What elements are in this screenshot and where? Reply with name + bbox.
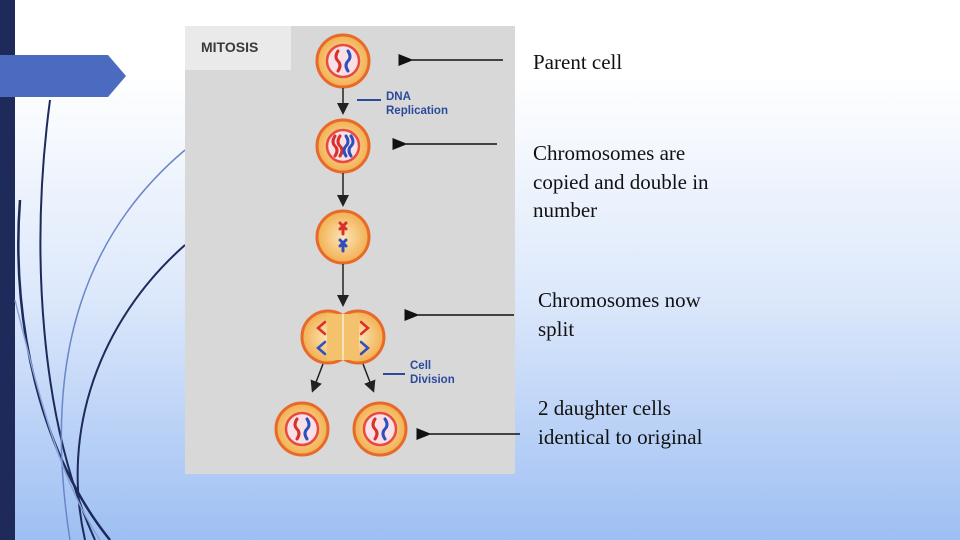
dna-replication-label-line2: Replication <box>386 105 448 117</box>
metaphase-cell <box>315 209 371 265</box>
dna-replication-label-line1: DNA <box>386 91 411 103</box>
cell-division-label-line1: Cell <box>410 360 431 372</box>
caption-split-chromosomes: Chromosomes now split <box>538 288 701 341</box>
mitosis-diagram-drawing: DNA Replication <box>274 33 455 457</box>
mitosis-title: MITOSIS <box>185 26 291 70</box>
daughter-cell-right <box>352 401 408 457</box>
cell-division-label-line2: Division <box>410 374 455 386</box>
left-accent-bar <box>0 0 15 540</box>
parent-cell <box>315 33 371 89</box>
caption-daughter-cells: 2 daughter cells identical to original <box>538 396 703 449</box>
caption-parent-cell: Parent cell <box>533 50 623 74</box>
replicated-cell <box>315 118 371 174</box>
mitosis-diagram: DNA Replication <box>185 26 515 474</box>
dividing-cell <box>300 309 386 365</box>
daughter-cell-left <box>274 401 330 457</box>
tab-marker-arrow <box>0 55 126 97</box>
caption-copied-chromosomes: Chromosomes are copied and double in num… <box>533 141 709 222</box>
